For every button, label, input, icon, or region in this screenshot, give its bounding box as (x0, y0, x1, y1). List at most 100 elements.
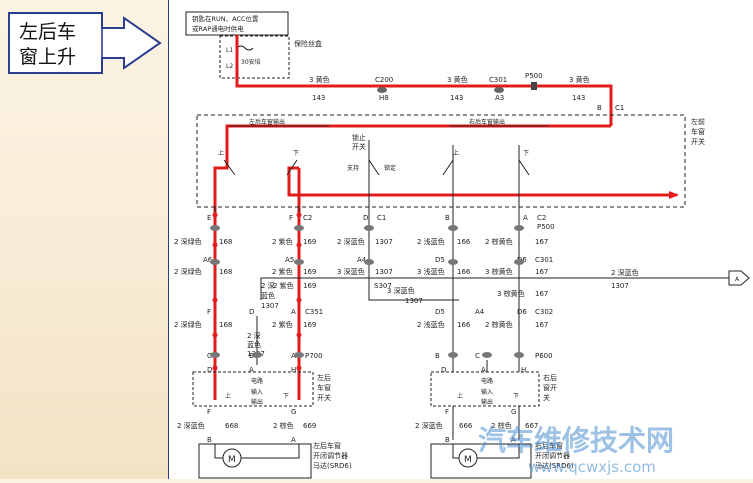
switch-down-2: 下 (523, 150, 529, 157)
left-motor-3: 马达(SRD6) (313, 461, 352, 470)
lock-label: 锁定 (384, 164, 396, 172)
r2-a5: A5 (285, 256, 294, 264)
right-motor-m: M (464, 455, 472, 465)
pin-e: E (207, 214, 211, 222)
lrs-label-2: 车窗 (317, 383, 331, 392)
r5-conn-p700: P700 (305, 352, 323, 360)
r4-w1: 2 深绿色 (174, 320, 202, 329)
r1-w3n: 1307 (375, 238, 393, 246)
r3-mid-color: 2 紫色 (273, 281, 294, 290)
r2-w1n: 168 (219, 268, 232, 276)
right-motor-icon (458, 448, 478, 468)
fuse-symbol (236, 45, 254, 51)
bpl-g: G (291, 408, 296, 416)
r3-pin-d6: D6 (517, 308, 527, 316)
r3-conn-c302: C302 (535, 308, 553, 316)
callout-line-2: 窗上升 (19, 46, 76, 68)
center-wire-color: 3 深蓝色 (387, 286, 415, 295)
r3-pin-f: F (207, 308, 211, 316)
r2-w5: 3 棕黄色 (485, 267, 513, 276)
left-motor-icon (222, 448, 242, 468)
rrs-down: 下 (513, 393, 519, 400)
r2-d5: D5 (435, 256, 445, 264)
r3-left-1: 2 深 (261, 281, 275, 290)
lower-switch-wires (452, 360, 520, 440)
mpl-a: A (291, 436, 296, 444)
lock-switch-label-1: 锁止 (352, 133, 366, 142)
right-motor-1: 右后车窗 (535, 441, 563, 450)
r3-pin-d: D (249, 308, 254, 316)
r2-w3n: 1307 (375, 268, 393, 276)
conn-c2-left: C2 (303, 214, 312, 222)
right-rear-switch-box (430, 371, 540, 407)
slide-background: 左后车 窗上升 (0, 0, 168, 479)
splice-s307: S307 (374, 282, 392, 290)
bpr-g: G (511, 408, 516, 416)
fuse-box-label: 保险丝盒 (294, 39, 322, 48)
fuse-box (219, 35, 290, 79)
right-motor-box (430, 443, 532, 479)
front-window-switch-box (196, 114, 686, 208)
r3-pin-d5: D5 (435, 308, 445, 316)
callout-line-1: 左后车 (19, 21, 76, 43)
r1-w4: 2 浅蓝色 (417, 237, 445, 246)
right-tap-arrow (728, 270, 750, 286)
rrs-motor: 电路 (481, 377, 493, 385)
lrs-down: 下 (283, 393, 289, 400)
bwl-2n: 669 (303, 422, 316, 430)
mpr-b: B (445, 436, 450, 444)
r2-w1: 2 深绿色 (174, 267, 202, 276)
connector-a3: A3 (495, 94, 504, 102)
connector-p500: P500 (525, 72, 543, 80)
r4-w3n: 166 (457, 321, 471, 329)
r1-w5: 2 棕黄色 (485, 237, 513, 246)
left-motor-2: 开闭调节器 (313, 451, 348, 460)
splice-wires (260, 277, 459, 301)
r3-left-3: 1307 (261, 302, 279, 310)
r1-w5n: 167 (535, 238, 548, 246)
r3-right-color: 3 棕黄色 (497, 289, 525, 298)
bpl-f: F (207, 408, 211, 416)
top-wire-3-color: 3 黄色 (569, 75, 590, 84)
right-motor-3: 马达(SRD6) (535, 461, 574, 470)
right-motor-2: 开闭调节器 (535, 451, 570, 460)
conn-c2-right: C2 (537, 214, 546, 222)
r2-a6: A6 (203, 256, 213, 264)
rrs-label-3: 关 (543, 393, 550, 402)
fuse-l2: L2 (226, 63, 233, 70)
left-motor-wires (214, 444, 300, 459)
bwr-1n: 666 (459, 422, 473, 430)
front-switch-label-1: 左前 (691, 117, 705, 126)
front-switch-label-2: 车窗 (691, 127, 705, 136)
conn-c1-mid: C1 (377, 214, 386, 222)
center-wire-num: 1307 (405, 297, 423, 305)
top-wire-2-color: 3 黄色 (447, 75, 468, 84)
r2-w3: 3 深蓝色 (337, 267, 365, 276)
bwl-2: 2 棕色 (273, 421, 294, 430)
wiring-diagram-svg: 钥匙在RUN、ACC位置 或RAP通电时供电 保险丝盒 L1 L2 30安培 3… (174, 11, 750, 479)
r5-pin-b: B (249, 352, 254, 360)
right-tap-num: 1307 (611, 282, 629, 290)
connector-markers (210, 225, 524, 358)
right-motor-wires (452, 444, 520, 459)
r3-conn-c351: C351 (305, 308, 323, 316)
lock-switch-label-2: 开关 (352, 142, 366, 151)
r1-w1n: 168 (219, 238, 232, 246)
r4-w3: 2 浅蓝色 (417, 320, 445, 329)
r4-mid-1: 2 深 (247, 331, 261, 340)
left-motor-1: 左后车窗 (313, 441, 341, 450)
front-switch-label-3: 开关 (691, 137, 705, 146)
r3-right-num: 167 (535, 290, 548, 298)
r2-w2: 2 紫色 (272, 267, 293, 276)
top-wire-2-num: 143 (450, 94, 463, 102)
connector-c301-mark (494, 87, 504, 93)
lrs-input: 输入 (251, 388, 263, 396)
r5-pin-c: C (207, 352, 212, 360)
lrs-up: 上 (225, 392, 231, 400)
r2-a4: A4 (357, 256, 367, 264)
r2-w2n: 169 (303, 268, 316, 276)
switch-down-1: 下 (293, 150, 299, 157)
r2-w4: 3 浅蓝色 (417, 267, 445, 276)
r1-w2n: 169 (303, 238, 316, 246)
conn-p500-right: P500 (537, 223, 555, 231)
